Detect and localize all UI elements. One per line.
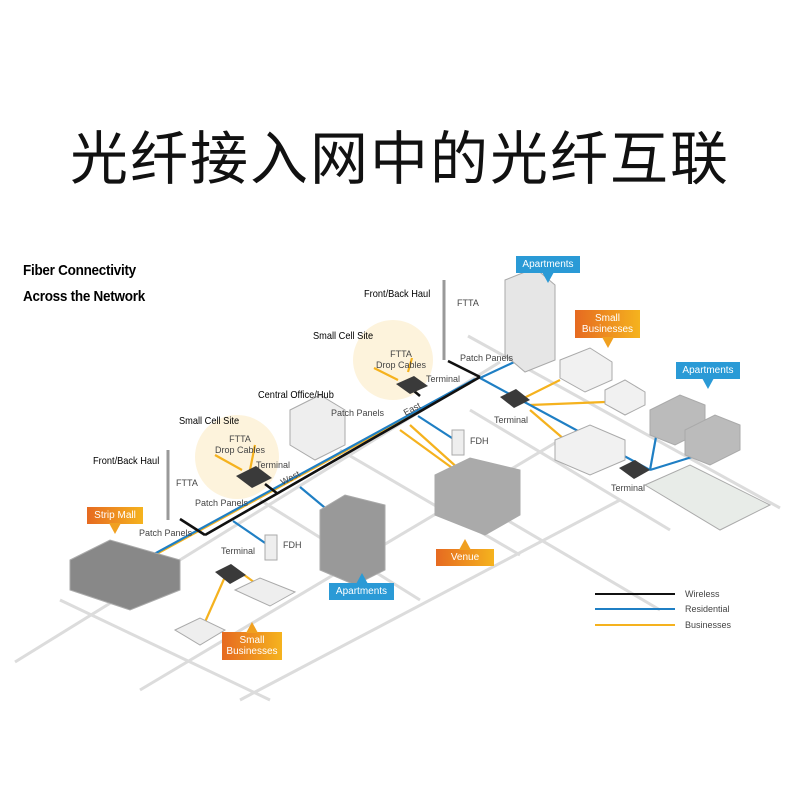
label-patch-panels-left: Patch Panels bbox=[195, 498, 249, 508]
label-small-cell-site-top: Small Cell Site bbox=[313, 330, 374, 342]
label-small-cell-site-left: Small Cell Site bbox=[179, 415, 240, 427]
diagram-heading-line1: Fiber Connectivity bbox=[23, 262, 136, 279]
label-fdh-right: FDH bbox=[470, 436, 489, 446]
callout-strip-mall: Strip Mall bbox=[87, 507, 143, 534]
label-terminal-left-cell: Terminal bbox=[256, 460, 291, 470]
legend-businesses: Businesses bbox=[595, 620, 731, 630]
callout-text: Small Businesses bbox=[226, 635, 278, 657]
callout-apartments-bottom: Apartments bbox=[329, 573, 394, 600]
buildings bbox=[69, 267, 772, 646]
legend-label: Wireless bbox=[685, 589, 720, 599]
legend-swatch bbox=[595, 608, 675, 610]
callout-text: Apartments bbox=[682, 365, 734, 376]
callout-text: Venue bbox=[450, 552, 480, 563]
label-front-back-haul-top: Front/Back Haul bbox=[364, 288, 431, 300]
callout-apartments-top: Apartments bbox=[516, 256, 580, 283]
legend-residential: Residential bbox=[595, 604, 730, 614]
callout-text: Strip Mall bbox=[94, 510, 136, 521]
label-terminal-lower: Terminal bbox=[221, 546, 256, 556]
legend-swatch bbox=[595, 624, 675, 626]
roads bbox=[14, 334, 781, 702]
legend-label: Businesses bbox=[685, 620, 732, 630]
label-fdh-left: FDH bbox=[283, 540, 302, 550]
label-ftta-drop-top: FTTA Drop Cables bbox=[376, 349, 427, 370]
label-ftta-left: FTTA bbox=[176, 478, 198, 488]
label-terminal-right: Terminal bbox=[611, 483, 646, 493]
label-patch-panels-co: Patch Panels bbox=[331, 408, 385, 418]
cell-towers bbox=[166, 280, 446, 520]
label-terminal-top-cell: Terminal bbox=[426, 374, 461, 384]
callout-apartments-right: Apartments bbox=[676, 362, 740, 389]
callout-venue: Venue bbox=[436, 539, 494, 566]
label-ftta-drop-left: FTTA Drop Cables bbox=[215, 434, 266, 455]
callout-text: Apartments bbox=[335, 586, 388, 597]
label-patch-panels-top: Patch Panels bbox=[460, 353, 514, 363]
legend-swatch bbox=[595, 593, 675, 595]
callout-small-businesses-bottom: Small Businesses bbox=[222, 622, 282, 660]
callout-text: Small Businesses bbox=[581, 313, 634, 335]
label-front-back-haul-left: Front/Back Haul bbox=[93, 455, 160, 467]
legend-wireless: Wireless bbox=[595, 589, 720, 599]
diagram-heading-line2: Across the Network bbox=[23, 288, 145, 305]
terminals bbox=[215, 376, 650, 584]
label-terminal-mid: Terminal bbox=[494, 415, 529, 425]
legend-label: Residential bbox=[685, 604, 730, 614]
label-central-office: Central Office/Hub bbox=[258, 389, 334, 401]
label-patch-panels-mall: Patch Panels bbox=[139, 528, 193, 538]
callout-small-businesses-top: Small Businesses bbox=[575, 310, 640, 348]
page-title: 光纤接入网中的光纤互联 bbox=[69, 125, 730, 193]
label-ftta-top: FTTA bbox=[457, 298, 479, 308]
callout-text: Apartments bbox=[522, 259, 574, 270]
